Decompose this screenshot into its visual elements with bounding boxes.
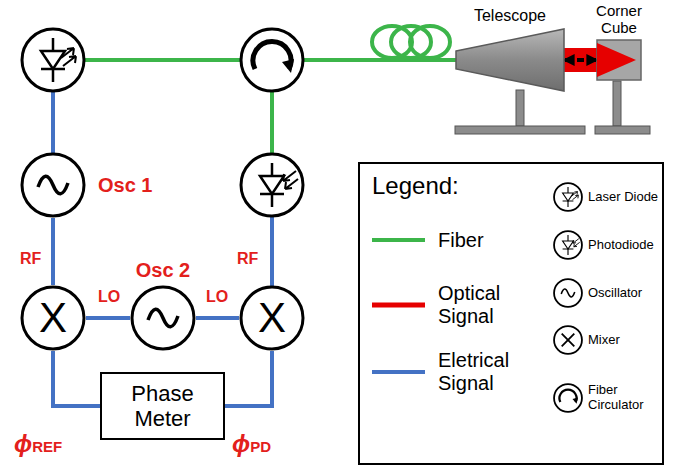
legend-box <box>359 163 663 464</box>
wire <box>270 216 274 287</box>
phase-name: ϕREF <box>14 430 62 458</box>
oscillator-outline <box>20 152 86 218</box>
signal-name: LO <box>98 288 120 306</box>
legend-text: Laser Diode <box>588 190 660 205</box>
corner-cube-outline <box>596 39 642 81</box>
photodiode-sample <box>554 231 582 259</box>
fiber-sample <box>372 238 425 242</box>
fiber <box>270 91 274 154</box>
circulator-sample <box>554 384 582 412</box>
mixer: X <box>239 285 305 351</box>
electrical-lines <box>53 91 272 287</box>
oscillator-sample <box>554 279 582 307</box>
legend-text: Optical Signal <box>438 282 543 328</box>
electrical-wire <box>225 351 272 406</box>
legend-title: Legend: <box>372 172 459 200</box>
telescope-outline <box>455 28 565 92</box>
optical-sample <box>372 303 425 308</box>
legend-text: Mixer <box>588 333 660 348</box>
mixer-sample <box>554 326 582 354</box>
phase-name: ϕPD <box>232 430 271 458</box>
oscillator-outline <box>130 285 196 351</box>
corner-cube-label: Corner Cube <box>583 2 655 37</box>
laser-diode-sample <box>554 183 582 211</box>
mixer-label: X <box>239 294 305 342</box>
electrical-sample <box>372 370 425 374</box>
signal-name: RF <box>20 250 41 268</box>
electrical-wire <box>196 316 239 320</box>
electrical-wire <box>53 351 100 406</box>
phase-meter-box: Phase Meter <box>100 372 225 440</box>
oscillator-label: Osc 1 <box>98 174 152 197</box>
oscillator: Osc 1 <box>20 152 86 218</box>
corner-cube: Corner Cube <box>596 39 642 81</box>
fiber <box>84 58 241 62</box>
mixer: X <box>20 285 86 351</box>
fiber-coil <box>410 26 450 58</box>
signal-name: LO <box>206 288 228 306</box>
fiber-lines <box>84 26 458 154</box>
telescope-post <box>516 90 524 126</box>
telescope-base <box>455 126 585 134</box>
telescope: Telescope <box>455 28 565 92</box>
photodiode-symbol <box>241 154 303 216</box>
electrical-wire <box>51 218 55 285</box>
legend-text: Fiber Circulator <box>588 383 660 413</box>
phase-meter-box-label: Phase Meter <box>108 381 217 432</box>
legend-text: Photodiode <box>588 238 660 253</box>
wire <box>51 91 55 154</box>
laser-diode-symbol <box>22 29 84 91</box>
legend-text: Oscillator <box>588 286 660 301</box>
fiber-circulator-symbol <box>241 29 303 91</box>
legend-text: Fiber <box>438 229 548 252</box>
electrical-wire <box>86 316 130 320</box>
beam-arrow <box>565 58 596 62</box>
oscillator-label: Osc 2 <box>123 259 203 282</box>
oscillator: Osc 2 <box>130 285 196 351</box>
cube-base <box>595 126 650 134</box>
legend-text: Eletrical Signal <box>438 349 543 395</box>
mixer-label: X <box>20 294 86 342</box>
signal-name: RF <box>237 250 258 268</box>
cube-post <box>613 81 621 126</box>
telescope-label: Telescope <box>460 7 560 25</box>
